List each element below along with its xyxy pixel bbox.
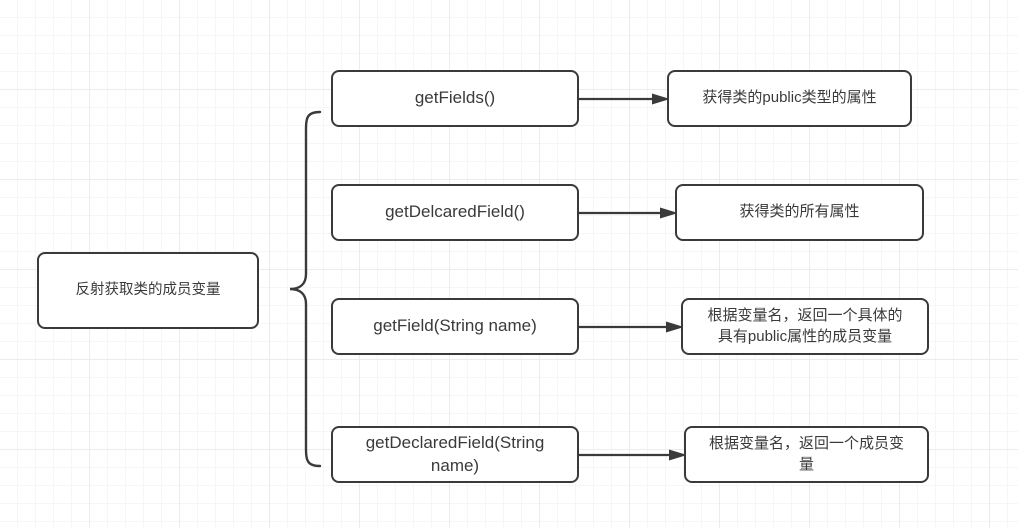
node-desc-line-2: 量: [798, 455, 814, 473]
arrow-right-icon-row1: [578, 92, 670, 105]
node-method-line-2: name): [430, 455, 480, 475]
node-desc-named-field[interactable]: 根据变量名，返回一个成员变 量: [684, 426, 929, 483]
node-method-label: getField(String name): [373, 316, 537, 336]
node-desc-line-1: 根据变量名，返回一个成员变: [708, 435, 904, 453]
node-desc-line-1: 根据变量名，返回一个具体的: [707, 307, 903, 325]
node-desc-label: 获得类的public类型的属性: [702, 89, 877, 107]
node-desc-public-fields[interactable]: 获得类的public类型的属性: [667, 70, 912, 127]
node-desc-label: 根据变量名，返回一个具体的 具有public属性的成员变量: [691, 306, 918, 347]
arrow-right-icon-row3: [578, 320, 684, 333]
node-desc-label: 根据变量名，返回一个成员变 量: [693, 434, 920, 475]
node-method-label: getDeclaredField(String name): [350, 432, 561, 478]
node-desc-line-2: 具有public属性的成员变量: [717, 327, 893, 345]
arrow-right-icon-row2: [578, 206, 678, 219]
node-method-label: getFields(): [414, 88, 496, 108]
node-desc-named-public-field[interactable]: 根据变量名，返回一个具体的 具有public属性的成员变量: [681, 298, 929, 355]
node-source-reflection-fields[interactable]: 反射获取类的成员变量: [37, 252, 259, 329]
node-desc-label: 获得类的所有属性: [739, 203, 860, 221]
node-method-getdelcaredfield[interactable]: getDelcaredField(): [331, 184, 579, 241]
node-method-getfields[interactable]: getFields(): [331, 70, 579, 127]
node-method-line-1: getDeclaredField(String: [365, 432, 545, 452]
node-method-getdeclaredfield-string[interactable]: getDeclaredField(String name): [331, 426, 579, 483]
node-method-getfield-string[interactable]: getField(String name): [331, 298, 579, 355]
node-source-label: 反射获取类的成员变量: [75, 281, 221, 298]
arrow-right-icon-row4: [578, 448, 687, 461]
node-method-label: getDelcaredField(): [385, 202, 525, 222]
curly-brace-connector: [268, 108, 324, 470]
node-desc-all-fields[interactable]: 获得类的所有属性: [675, 184, 924, 241]
